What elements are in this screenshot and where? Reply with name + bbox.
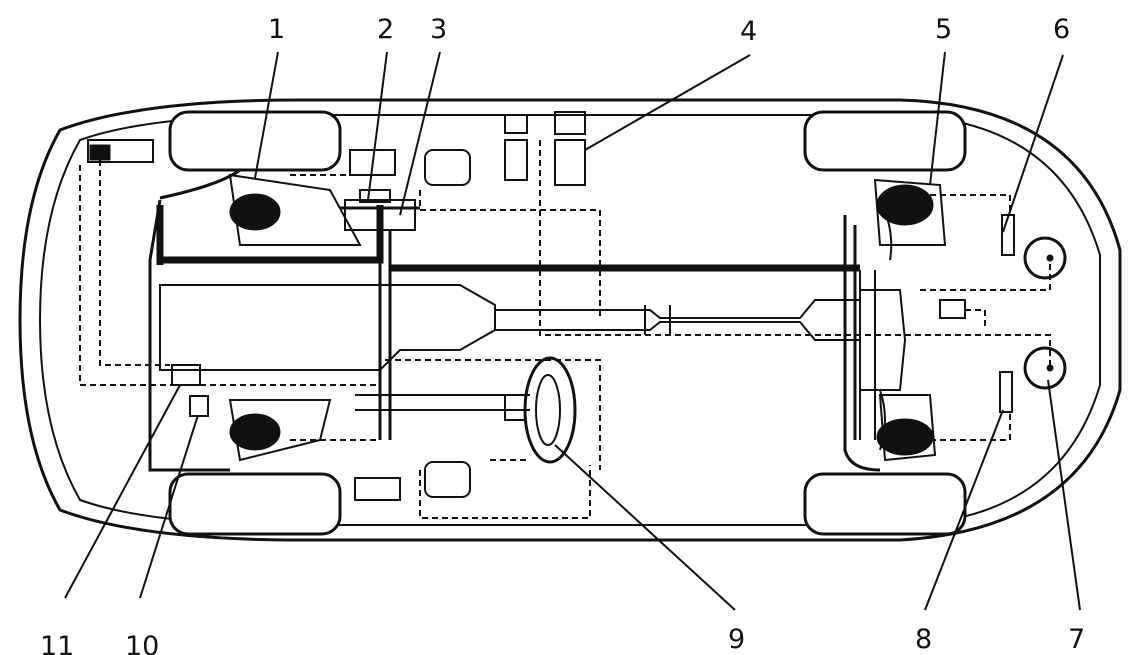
brake-lines bbox=[148, 168, 881, 472]
callout-1: 1 bbox=[268, 14, 285, 45]
rear-left-brake-caliper bbox=[876, 184, 934, 226]
electrical-wiring bbox=[79, 140, 1051, 519]
leader-4 bbox=[584, 54, 751, 151]
callout-8: 8 bbox=[915, 624, 932, 655]
front-right-brake-caliper bbox=[229, 413, 281, 451]
steering-wheel bbox=[355, 356, 577, 464]
rear-right-wheel bbox=[803, 472, 967, 536]
front-brake-assemblies bbox=[228, 173, 362, 462]
leader-8 bbox=[924, 409, 1004, 611]
callout-3: 3 bbox=[430, 14, 447, 45]
callout-9: 9 bbox=[728, 624, 745, 655]
wheels bbox=[168, 110, 967, 536]
leader-10 bbox=[139, 414, 199, 599]
leader-5 bbox=[929, 51, 946, 186]
rear-axle bbox=[859, 199, 907, 451]
rear-left-wheel bbox=[803, 110, 967, 172]
callout-10: 10 bbox=[125, 631, 159, 655]
rear-brake-assemblies bbox=[873, 178, 947, 462]
leader-2 bbox=[367, 51, 388, 201]
front-right-wheel bbox=[168, 472, 342, 536]
callout-7: 7 bbox=[1068, 624, 1085, 655]
callout-labels: 1 2 3 4 5 6 7 8 9 10 11 bbox=[40, 14, 1085, 655]
rear-right-brake-caliper bbox=[876, 418, 934, 456]
callout-6: 6 bbox=[1053, 14, 1070, 45]
callout-5: 5 bbox=[935, 14, 952, 45]
callout-2: 2 bbox=[377, 14, 394, 45]
callout-4: 4 bbox=[740, 16, 757, 47]
front-actuators bbox=[349, 149, 471, 501]
rear-sensors bbox=[999, 214, 1067, 413]
engine-transmission bbox=[159, 284, 861, 371]
leader-7 bbox=[1047, 379, 1081, 611]
callout-leaders bbox=[64, 51, 1081, 611]
front-left-wheel bbox=[168, 110, 342, 172]
front-left-brake-caliper bbox=[229, 193, 281, 231]
leader-9 bbox=[554, 444, 736, 611]
leader-6 bbox=[1002, 54, 1064, 233]
leader-1 bbox=[254, 51, 279, 179]
leader-11 bbox=[64, 384, 181, 599]
master-cylinder-area bbox=[340, 189, 420, 231]
leader-3 bbox=[399, 51, 441, 216]
callout-11: 11 bbox=[40, 631, 74, 655]
